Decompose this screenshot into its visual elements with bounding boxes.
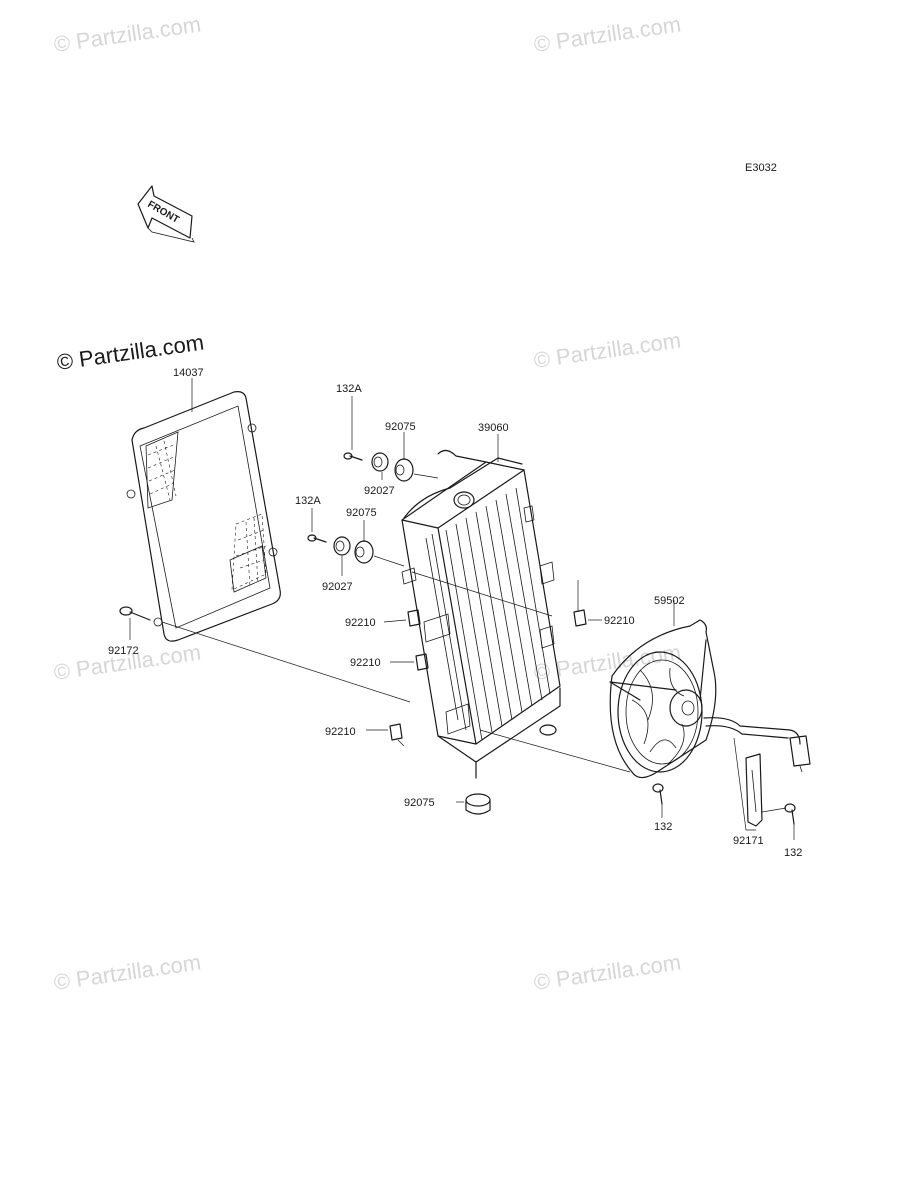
label-92210-2: 92210 xyxy=(350,657,381,669)
clip-92210-3: 92210 xyxy=(325,723,403,741)
damper-92075-bottom: 92075 xyxy=(404,793,491,815)
bolt-132-clamp: 132 xyxy=(761,803,802,859)
clip-92210-right: 92210 xyxy=(573,609,635,627)
collar-92027-top: 92027 xyxy=(364,452,395,497)
collar-92027-mid: 92027 xyxy=(322,536,353,593)
label-92075-bottom: 92075 xyxy=(404,797,435,809)
diagram-code: E3032 xyxy=(745,162,777,174)
label-92075-top: 92075 xyxy=(385,421,416,433)
watermarks: © Partzilla.com © Partzilla.com © Partzi… xyxy=(52,12,682,995)
watermark-mid-right: © Partzilla.com xyxy=(532,328,682,373)
bolt-132a-mid: 132A xyxy=(295,495,327,543)
screw-92172: 92172 xyxy=(108,606,151,657)
label-132-fan: 132 xyxy=(654,821,672,833)
label-59502: 59502 xyxy=(654,595,685,607)
watermark-top-right: © Partzilla.com xyxy=(532,12,682,57)
label-92172: 92172 xyxy=(108,645,139,657)
label-14037: 14037 xyxy=(173,367,204,379)
clip-92210-1: 92210 xyxy=(345,609,421,629)
label-132a-top: 132A xyxy=(336,383,362,395)
label-92075-mid: 92075 xyxy=(346,507,377,519)
clamp-92171: 92171 xyxy=(733,737,764,847)
label-39060: 39060 xyxy=(478,422,509,434)
bolt-132-fan: 132 xyxy=(652,783,672,833)
label-92210-right: 92210 xyxy=(604,615,635,627)
label-92027-top: 92027 xyxy=(364,485,395,497)
watermark-bottom-right: © Partzilla.com xyxy=(532,950,682,995)
label-92210-3: 92210 xyxy=(325,726,356,738)
radiator-grille: 14037 xyxy=(126,367,281,642)
watermark-bottom-left: © Partzilla.com xyxy=(52,950,202,995)
label-92171: 92171 xyxy=(733,835,764,847)
front-arrow-icon: FRONT xyxy=(137,185,195,243)
damper-92075-top: 92075 xyxy=(385,421,416,482)
label-132-clamp: 132 xyxy=(784,847,802,859)
watermark-top-left: © Partzilla.com xyxy=(52,12,202,57)
clip-92210-2: 92210 xyxy=(350,653,429,671)
damper-92075-mid: 92075 xyxy=(346,507,377,564)
watermark-center-right: © Partzilla.com xyxy=(532,640,682,685)
label-92027-mid: 92027 xyxy=(322,581,353,593)
cooling-fan: 59502 xyxy=(609,595,811,779)
bolt-132a-top: 132A xyxy=(336,383,363,461)
label-132a-mid: 132A xyxy=(295,495,321,507)
radiator: 39060 xyxy=(401,422,561,779)
label-92210-1: 92210 xyxy=(345,617,376,629)
